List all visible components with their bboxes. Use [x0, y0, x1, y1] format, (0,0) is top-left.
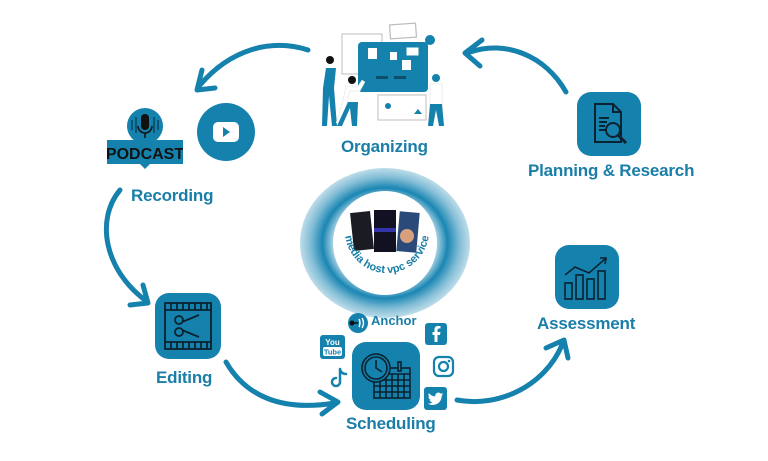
youtube-circle-icon — [197, 103, 255, 161]
center-label-ring: media host vpc service — [333, 191, 437, 295]
arrow-scheduling-to-assessment — [454, 342, 565, 404]
assessment-tile — [555, 245, 619, 309]
arrow-editing-to-scheduling — [223, 359, 338, 408]
podcast-badge: PODCAST — [106, 106, 184, 170]
svg-text:Tube: Tube — [324, 348, 341, 357]
facebook-icon — [425, 323, 447, 345]
arrow-recording-to-editing — [103, 187, 148, 303]
step-label-organizing: Organizing — [341, 137, 428, 156]
arrow-planning-to-organizing — [467, 45, 569, 95]
bar-chart-trend-icon — [564, 257, 607, 300]
youtube-icon: You Tube — [320, 335, 345, 359]
clock-calendar-icon — [361, 353, 411, 399]
step-label-scheduling: Scheduling — [346, 414, 436, 433]
step-label-editing: Editing — [156, 368, 213, 387]
document-search-icon — [594, 103, 628, 145]
instagram-icon — [432, 355, 455, 378]
tiktok-icon — [330, 367, 350, 389]
step-label-recording: Recording — [131, 186, 214, 205]
anchor-label: Anchor — [371, 313, 417, 328]
twitter-icon — [424, 387, 447, 410]
svg-text:You: You — [325, 338, 340, 347]
arrow-organizing-to-recording — [197, 42, 311, 88]
scheduling-tile — [352, 342, 420, 410]
anchor-icon — [348, 313, 368, 333]
planning-research-tile — [577, 92, 641, 156]
center-label-text: media host vpc service — [342, 234, 432, 276]
svg-text:media host vpc service: media host vpc service — [342, 234, 432, 276]
film-scissors-icon — [164, 302, 212, 350]
editing-tile — [155, 293, 221, 359]
phone-screenshots — [350, 208, 422, 260]
podcast-text: PODCAST — [107, 146, 183, 163]
step-label-assessment: Assessment — [537, 314, 636, 333]
step-label-planning-research: Planning & Research — [528, 161, 695, 180]
organizing-illustration — [318, 18, 458, 133]
